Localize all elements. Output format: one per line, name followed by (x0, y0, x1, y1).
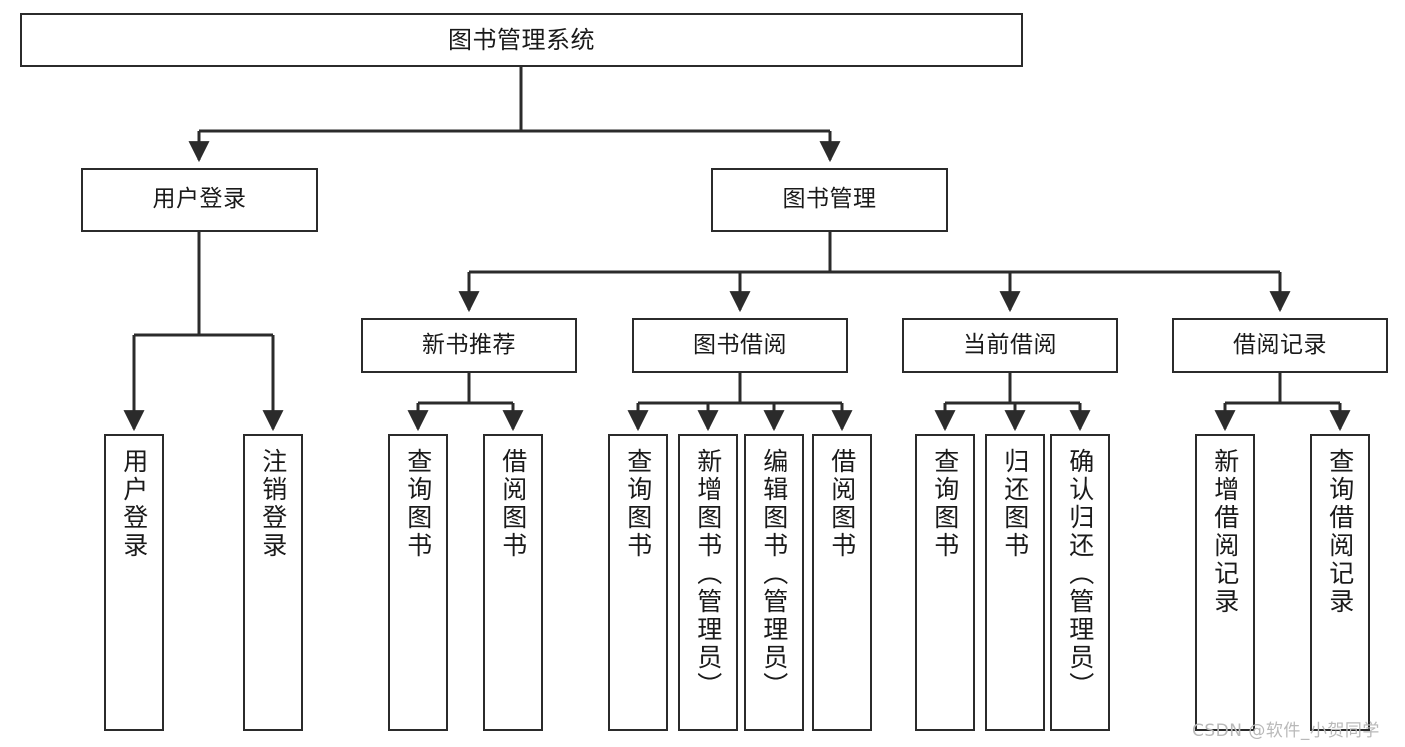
node-new-book-recommend-label: 新书推荐 (422, 331, 516, 358)
node-root[interactable]: 图书管理系统 (20, 13, 1023, 67)
node-current-borrow[interactable]: 当前借阅 (902, 318, 1118, 373)
node-borrow-record-label: 借阅记录 (1233, 331, 1327, 358)
node-leaf-edit-book-admin[interactable]: 编辑图书（管理员） (744, 434, 804, 731)
node-leaf-user-login[interactable]: 用户登录 (104, 434, 164, 731)
node-leaf-add-book-admin-label: 新增图书（管理员） (693, 448, 723, 700)
node-book-borrow-label: 图书借阅 (693, 331, 787, 358)
node-leaf-borrow-book-2-label: 借阅图书 (827, 448, 857, 560)
node-leaf-return-book-label: 归还图书 (1000, 448, 1030, 560)
node-leaf-query-book-2[interactable]: 查询图书 (608, 434, 668, 731)
node-leaf-confirm-return-admin-label: 确认归还（管理员） (1065, 448, 1095, 700)
node-leaf-add-borrow-record-label: 新增借阅记录 (1210, 448, 1240, 616)
node-leaf-borrow-book-2[interactable]: 借阅图书 (812, 434, 872, 731)
node-leaf-borrow-book-1-label: 借阅图书 (498, 448, 528, 560)
node-leaf-add-borrow-record[interactable]: 新增借阅记录 (1195, 434, 1255, 731)
node-leaf-logout-label: 注销登录 (258, 448, 288, 560)
node-current-borrow-label: 当前借阅 (963, 331, 1057, 358)
node-leaf-query-book-3[interactable]: 查询图书 (915, 434, 975, 731)
watermark: CSDN @软件_小贺同学 (1192, 721, 1380, 741)
node-user-login-label: 用户登录 (152, 186, 247, 213)
node-leaf-query-borrow-record[interactable]: 查询借阅记录 (1310, 434, 1370, 731)
node-leaf-query-borrow-record-label: 查询借阅记录 (1325, 448, 1355, 616)
node-leaf-query-book-3-label: 查询图书 (930, 448, 960, 560)
node-leaf-add-book-admin[interactable]: 新增图书（管理员） (678, 434, 738, 731)
node-leaf-user-login-label: 用户登录 (119, 448, 149, 560)
node-leaf-logout[interactable]: 注销登录 (243, 434, 303, 731)
node-leaf-confirm-return-admin[interactable]: 确认归还（管理员） (1050, 434, 1110, 731)
node-leaf-return-book[interactable]: 归还图书 (985, 434, 1045, 731)
node-book-management[interactable]: 图书管理 (711, 168, 948, 232)
node-user-login[interactable]: 用户登录 (81, 168, 318, 232)
node-book-borrow[interactable]: 图书借阅 (632, 318, 848, 373)
node-leaf-query-book-1[interactable]: 查询图书 (388, 434, 448, 731)
node-leaf-borrow-book-1[interactable]: 借阅图书 (483, 434, 543, 731)
node-book-management-label: 图书管理 (782, 186, 877, 213)
node-leaf-query-book-2-label: 查询图书 (623, 448, 653, 560)
node-leaf-query-book-1-label: 查询图书 (403, 448, 433, 560)
node-leaf-edit-book-admin-label: 编辑图书（管理员） (759, 448, 789, 700)
node-borrow-record[interactable]: 借阅记录 (1172, 318, 1388, 373)
node-new-book-recommend[interactable]: 新书推荐 (361, 318, 577, 373)
node-root-label: 图书管理系统 (448, 25, 595, 54)
